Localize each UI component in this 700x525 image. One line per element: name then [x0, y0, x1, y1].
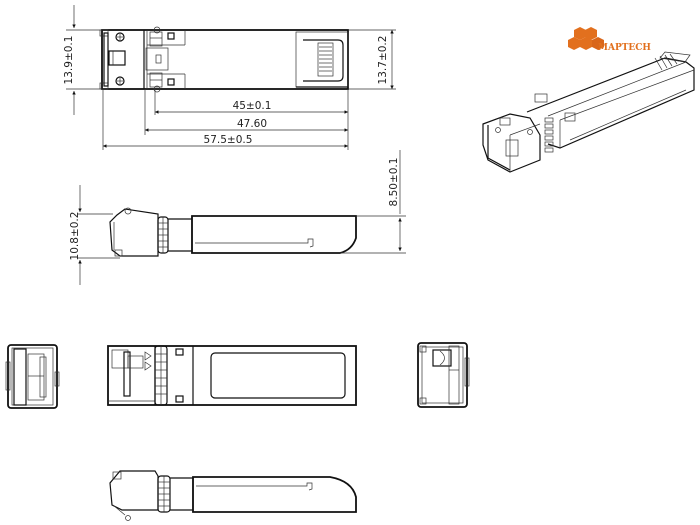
screw-icon — [115, 76, 125, 86]
side-view-alt — [109, 470, 357, 521]
front-view — [5, 344, 60, 409]
rear-view — [417, 342, 470, 408]
dim-top-height-right: 13.7±0.2 — [377, 36, 389, 85]
dim-side-height-front: 10.8±0.2 — [69, 212, 81, 261]
dim-total-length: 57.5±0.5 — [204, 134, 253, 146]
dim-side-height-body: 8.50±0.1 — [388, 158, 400, 207]
logo-text: MAPTECH — [598, 43, 651, 53]
dim-cage-length: 47.60 — [237, 118, 267, 130]
dim-top-height-left: 13.9±0.1 — [63, 36, 75, 85]
top-view: 13.9±0.1 13.7±0.2 45±0.1 47.60 57.5±0.5 — [63, 5, 396, 150]
maptech-logo: MAPTECH — [568, 27, 651, 53]
bottom-view — [107, 345, 357, 406]
isometric-view: MAPTECH — [482, 27, 695, 173]
dim-body-length: 45±0.1 — [233, 100, 272, 112]
side-view: 10.8±0.2 8.50±0.1 — [69, 150, 406, 285]
screw-icon — [115, 32, 125, 42]
